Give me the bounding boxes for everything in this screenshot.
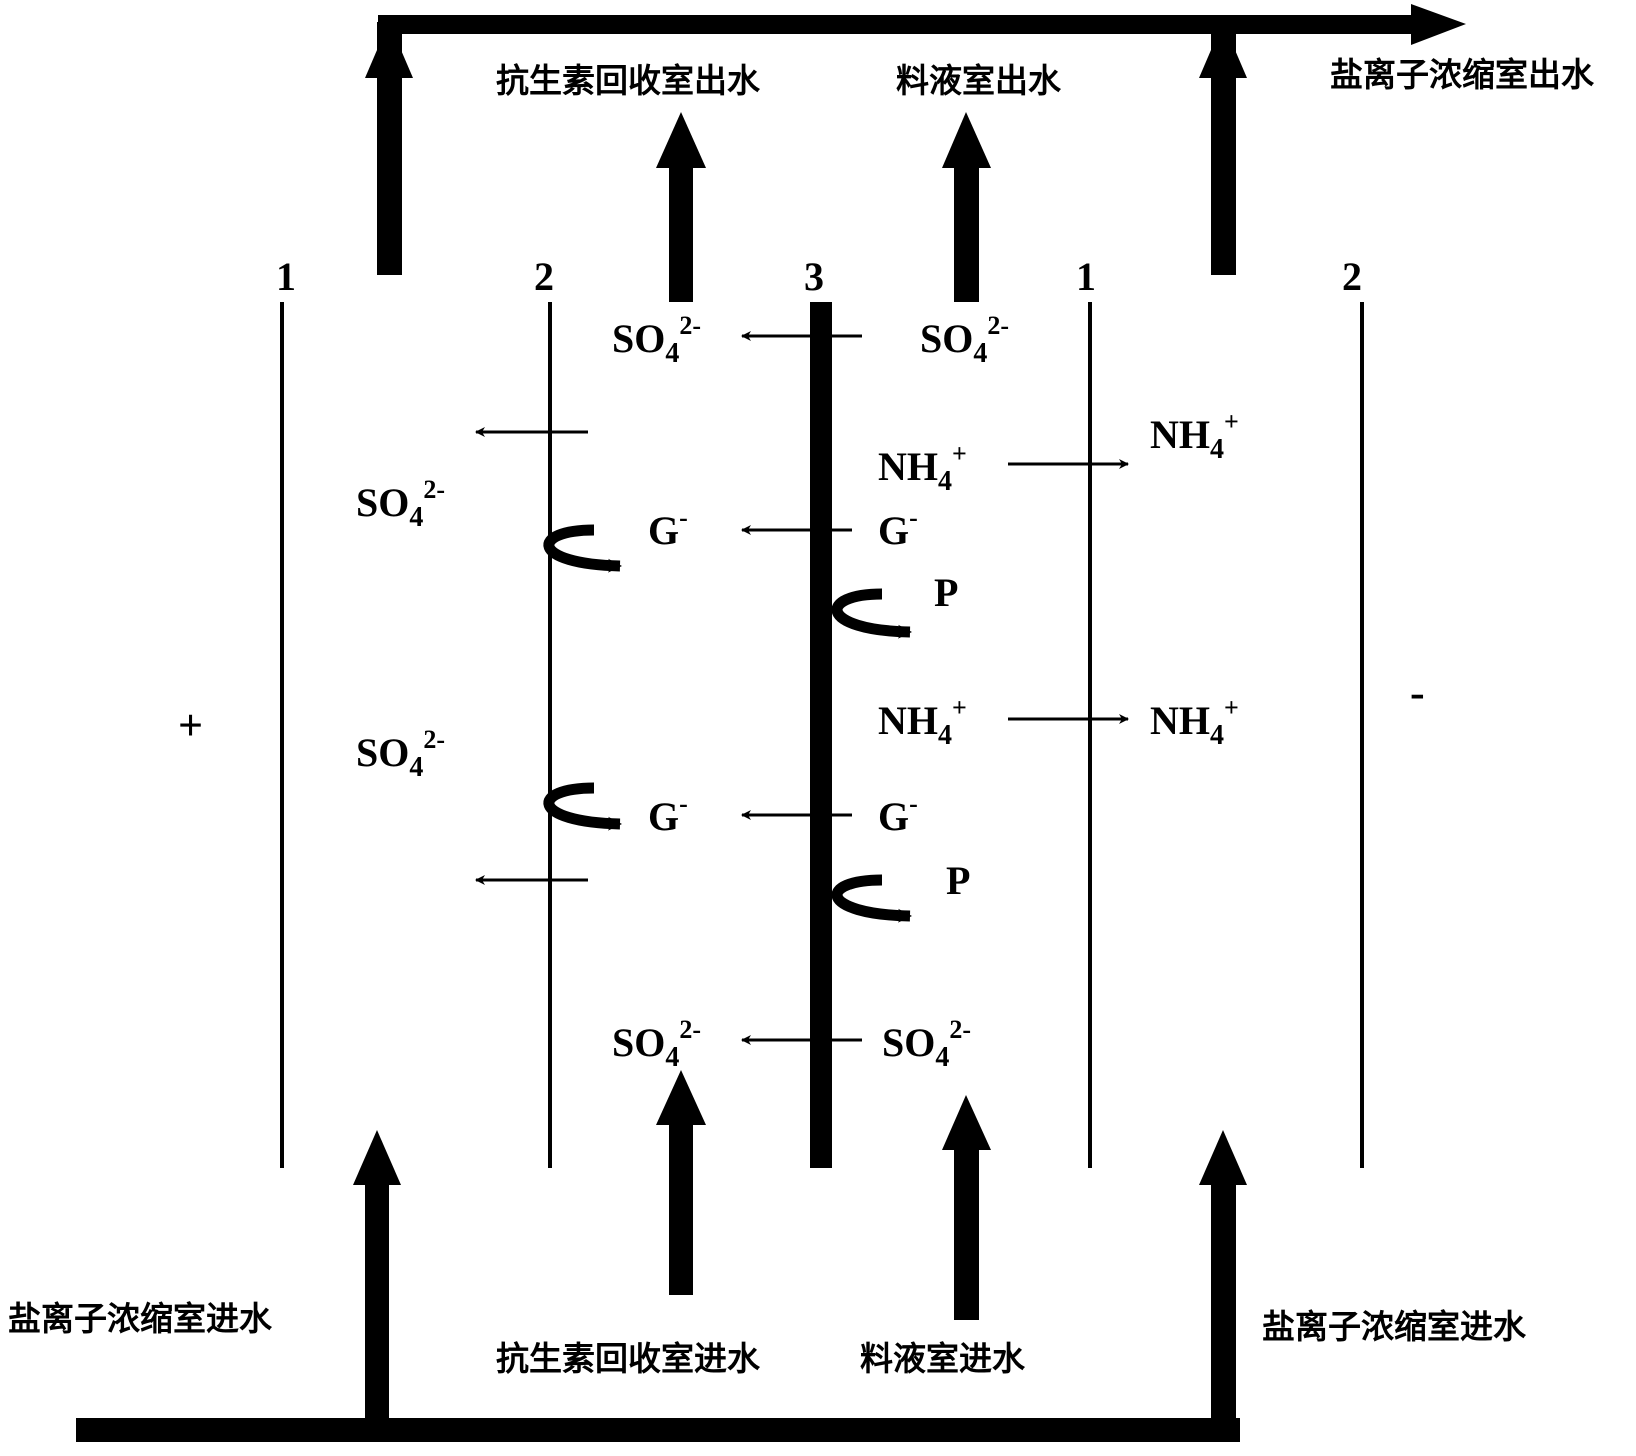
ion-so4-bottom-left: SO42- (612, 1015, 701, 1073)
curl-arrow-g-rejected-upper (543, 524, 622, 573)
flow-arrow-up-right-concentrate-in (1199, 1130, 1247, 1423)
membrane-label-2-right: 2 (1342, 254, 1362, 299)
ion-nh4-feed-upper: NH4+ (878, 439, 967, 497)
flow-arrow-up-left-concentrate-in (353, 1130, 401, 1423)
ion-g-feed-upper: G- (878, 503, 918, 553)
flow-arrow-up-right-concentrate-out (1199, 22, 1247, 275)
ion-so4-concentrate-upper: SO42- (356, 475, 445, 533)
membrane-label-3: 3 (804, 254, 824, 299)
label-feed-chamber-outlet: 料液室出水 (896, 61, 1062, 100)
bottom-inlet-manifold (76, 1418, 1240, 1442)
ion-so4-top-right: SO42- (920, 311, 1009, 369)
membrane-label-2-left: 2 (534, 254, 554, 299)
membrane-label-1-right: 1 (1076, 254, 1096, 299)
label-salt-concentrate-inlet-left: 盐离子浓缩室进水 (8, 1299, 273, 1338)
flow-arrow-up-feed-out (942, 112, 991, 302)
curl-arrow-p-rejected-lower (831, 874, 912, 923)
flow-arrow-up-antibiotic-out (656, 112, 706, 302)
ion-nh4-right-upper: NH4+ (1150, 407, 1239, 465)
flow-arrow-up-left-concentrate-out (365, 22, 413, 275)
cathode-minus-sign: - (1410, 668, 1425, 717)
ion-g-recovery-lower: G- (648, 789, 688, 839)
flow-arrow-up-antibiotic-in (656, 1070, 706, 1295)
ion-nh4-right-lower: NH4+ (1150, 693, 1239, 751)
ion-nh4-feed-lower: NH4+ (878, 693, 967, 751)
label-antibiotic-recovery-inlet: 抗生素回收室进水 (496, 1339, 761, 1378)
membrane-3-center (810, 302, 832, 1168)
label-antibiotic-recovery-outlet: 抗生素回收室出水 (496, 61, 761, 100)
ion-so4-top-left: SO42- (612, 311, 701, 369)
anode-plus-sign: + (178, 701, 203, 750)
label-salt-concentrate-inlet-right: 盐离子浓缩室进水 (1262, 1307, 1527, 1346)
ion-p-lower: P (946, 858, 970, 903)
ion-g-feed-lower: G- (878, 789, 918, 839)
top-outlet-manifold (378, 4, 1466, 45)
ion-so4-concentrate-lower: SO42- (356, 725, 445, 783)
curl-arrow-g-rejected-lower (543, 782, 622, 831)
ion-p-upper: P (934, 570, 958, 615)
label-feed-chamber-inlet: 料液室进水 (860, 1339, 1026, 1378)
curl-arrow-p-rejected-upper (831, 588, 912, 639)
ion-so4-bottom-right: SO42- (882, 1015, 971, 1073)
label-salt-concentrate-outlet: 盐离子浓缩室出水 (1330, 55, 1595, 94)
ion-g-recovery-upper: G- (648, 503, 688, 553)
membrane-label-1-left: 1 (276, 254, 296, 299)
flow-arrow-up-feed-in (942, 1095, 991, 1320)
